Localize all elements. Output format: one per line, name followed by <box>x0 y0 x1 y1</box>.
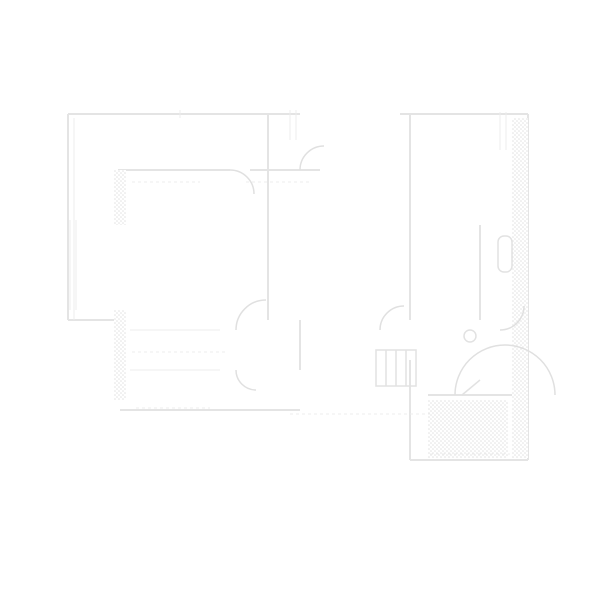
interior-walls <box>117 114 528 460</box>
window-left <box>69 220 77 310</box>
door-closet <box>229 169 255 195</box>
window-top-right <box>499 112 507 150</box>
stipple-closet <box>114 170 126 225</box>
door-bath <box>454 344 556 396</box>
door-balcony <box>499 305 525 331</box>
door-living <box>235 299 267 331</box>
windows <box>69 110 507 371</box>
stipple-areas <box>114 118 528 458</box>
sink <box>463 329 477 343</box>
stove-burners <box>385 350 407 386</box>
fixtures <box>375 235 513 396</box>
door-entry <box>235 369 257 391</box>
window-bottom <box>130 329 220 371</box>
bathtub <box>497 235 513 273</box>
wall-left-lower <box>68 319 121 400</box>
doors <box>229 145 556 396</box>
toilet-line <box>461 379 481 396</box>
stipple-bath <box>428 400 508 458</box>
stipple-balcony <box>512 118 528 458</box>
stipple-left-lower <box>114 310 126 400</box>
door-bedroom <box>379 305 405 331</box>
window-top <box>179 110 297 140</box>
dimension-marks <box>132 181 510 455</box>
door-corridor <box>299 145 325 171</box>
